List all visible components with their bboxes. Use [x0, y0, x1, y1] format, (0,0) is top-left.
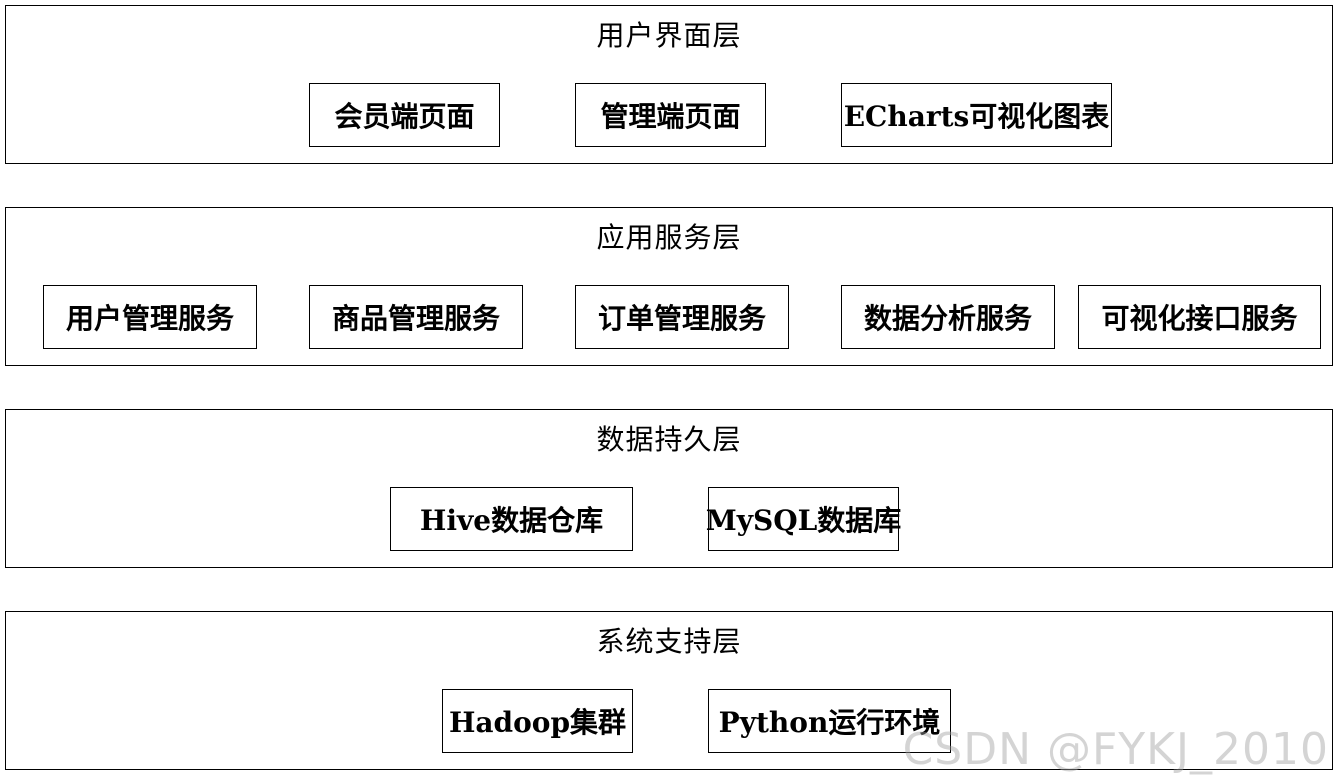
box-hadoop-cluster: Hadoop集群 [442, 689, 633, 753]
box-hive-warehouse: Hive数据仓库 [390, 487, 633, 551]
layer-title: 系统支持层 [596, 625, 742, 658]
layer-system-support: 系统支持层 Hadoop集群 Python运行环境 [5, 611, 1333, 770]
watermark: CSDN @FYKJ_2010 [902, 724, 1329, 775]
layer-ui: 用户界面层 会员端页面 管理端页面 ECharts可视化图表 [5, 5, 1333, 164]
layer-data-persistence: 数据持久层 Hive数据仓库 MySQL数据库 [5, 409, 1333, 568]
box-mysql-database: MySQL数据库 [706, 487, 901, 551]
box-user-service: 用户管理服务 [43, 285, 257, 349]
box-echarts-chart: ECharts可视化图表 [841, 83, 1112, 147]
box-order-service: 订单管理服务 [575, 285, 789, 349]
layer-title: 数据持久层 [596, 423, 742, 456]
box-analysis-service: 数据分析服务 [841, 285, 1055, 349]
layer-title: 应用服务层 [596, 221, 742, 254]
box-python-runtime: Python运行环境 [708, 689, 951, 753]
box-visual-api-service: 可视化接口服务 [1078, 285, 1321, 349]
box-member-page: 会员端页面 [309, 83, 500, 147]
layer-app-service: 应用服务层 用户管理服务 商品管理服务 订单管理服务 数据分析服务 可视化接口服… [5, 207, 1333, 366]
box-admin-page: 管理端页面 [575, 83, 766, 147]
box-product-service: 商品管理服务 [309, 285, 523, 349]
layer-title: 用户界面层 [596, 19, 742, 52]
